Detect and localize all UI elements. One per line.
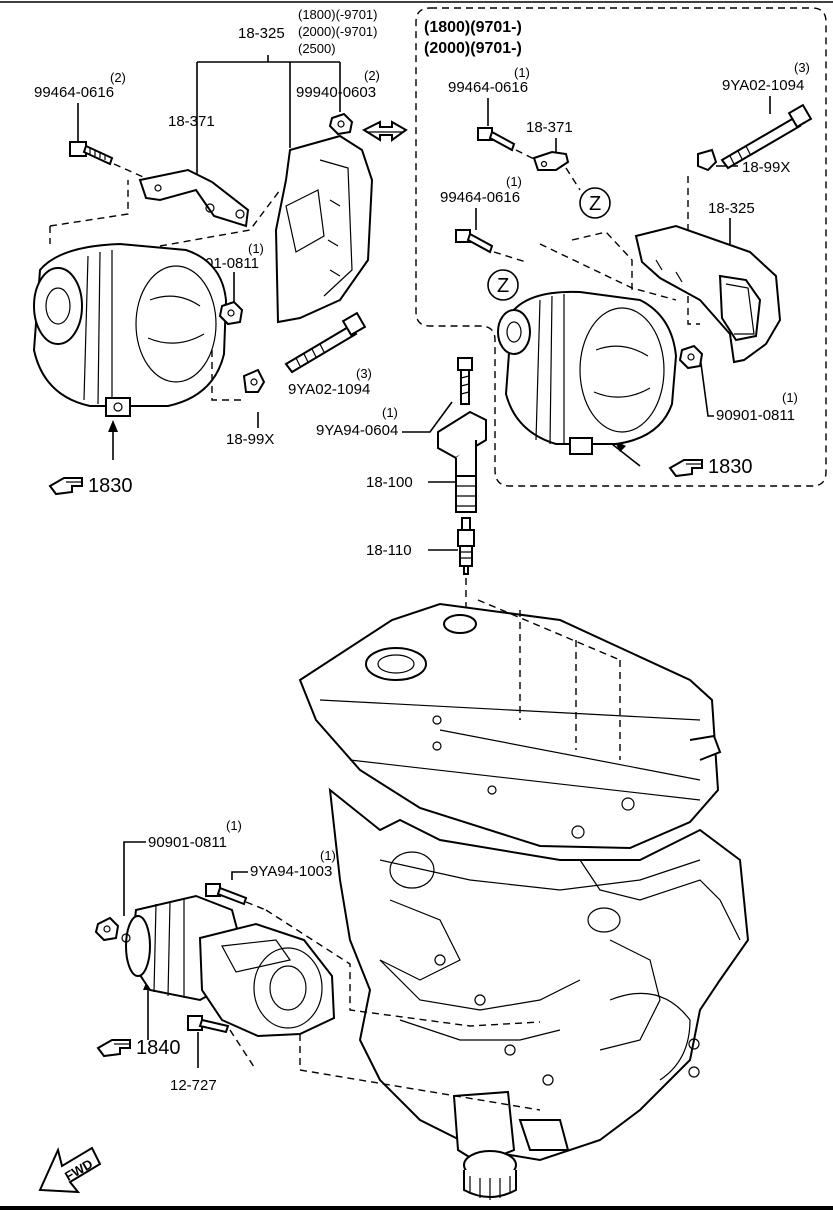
part-number-18-325: 18-325 [238, 25, 285, 42]
part-number-18-371: 18-371 [526, 119, 573, 136]
bolt-icon [69, 141, 114, 166]
nut-icon [328, 112, 354, 136]
ignition-coil-icon [437, 410, 487, 513]
engine-block-icon [298, 599, 750, 1200]
pointing-hand-icon [96, 1039, 131, 1058]
part-number-18-110: 18-110 [366, 542, 412, 559]
clip-icon [697, 148, 718, 172]
variant-note: (1800)(-9701) [298, 7, 378, 22]
part-number-18-100: 18-100 [366, 474, 413, 491]
qty-label: (1) [782, 390, 798, 405]
bracket-icon [138, 168, 250, 228]
part-number-18-99X: 18-99X [226, 431, 274, 448]
part-number-99464-0616: 99464-0616 [34, 84, 114, 101]
bolt-icon [457, 357, 473, 405]
nut-icon [218, 300, 244, 326]
variant-note: (2000)(-9701) [298, 24, 378, 39]
fwd-arrow-icon: FWD [38, 1146, 102, 1194]
variant-header-2: (2000)(9701-) [424, 40, 522, 57]
variant-note: (2500) [298, 41, 336, 56]
starter-group: (1) 90901-0811 (1) 9YA94-1003 1840 12-72… [94, 818, 541, 1111]
qty-label: (1) [226, 818, 242, 833]
alternator-icon [32, 242, 228, 417]
part-number-12-727: 12-727 [170, 1077, 217, 1094]
part-number-99464-0616: 99464-0616 [440, 189, 520, 206]
long-bolt-icon [284, 311, 367, 374]
heat-shield-icon [274, 134, 374, 324]
ref-1830: 1830 [708, 456, 753, 478]
bolt-icon [187, 1015, 230, 1034]
alternator-icon [497, 290, 678, 455]
right-alternator-group: (1) 99464-0616 18-371 (3) 9YA02-1094 18-… [440, 60, 813, 478]
pointing-hand-icon [48, 477, 83, 496]
qty-label: (2) [364, 68, 380, 83]
ref-circle-z [487, 269, 519, 301]
left-alternator-group: (2) 99464-0616 (1800)(-9701) (2000)(-970… [32, 7, 408, 497]
qty-label: (1) [320, 848, 336, 863]
bolt-icon [455, 229, 494, 254]
part-number-99940-0603: 99940-0603 [296, 84, 376, 101]
part-number-90901-0811: 90901-0811 [716, 407, 795, 424]
ref-circle-z [579, 187, 611, 219]
qty-label: (1) [382, 405, 398, 420]
long-bolt-icon [720, 103, 813, 170]
qty-label: (2) [110, 70, 126, 85]
ignition-coil-group: (1) 9YA94-0604 18-100 18-110 [316, 357, 487, 720]
part-number-99464-0616: 99464-0616 [448, 79, 528, 96]
clip-icon [242, 368, 266, 393]
qty-label: (3) [794, 60, 810, 75]
part-number-9YA94-1003: 9YA94-1003 [250, 863, 332, 880]
part-number-18-325: 18-325 [708, 200, 755, 217]
pointing-hand-icon [668, 459, 703, 478]
part-number-9YA02-1094: 9YA02-1094 [722, 77, 804, 94]
qty-label: (1) [506, 174, 522, 189]
bracket-icon [532, 150, 570, 171]
heat-shield-icon [634, 224, 782, 364]
spark-plug-icon [457, 517, 475, 575]
part-number-90901-0811: 90901-0811 [148, 834, 227, 851]
bolt-icon [477, 127, 516, 152]
part-number-18-99X: 18-99X [742, 159, 790, 176]
part-number-9YA02-1094: 9YA02-1094 [288, 381, 370, 398]
bolt-icon [205, 883, 248, 906]
ref-z: Z [497, 275, 509, 297]
qty-label: (1) [248, 241, 264, 256]
nut-icon [678, 344, 704, 370]
qty-label: (3) [356, 366, 372, 381]
variant-frame [415, 7, 827, 487]
nut-icon [94, 916, 120, 942]
part-number-9YA94-0604: 9YA94-0604 [316, 422, 398, 439]
ref-1830: 1830 [88, 475, 133, 497]
double-arrow-icon [361, 120, 408, 142]
ref-1840: 1840 [136, 1037, 181, 1059]
part-number-18-371: 18-371 [168, 113, 215, 130]
ref-z: Z [589, 193, 601, 215]
variant-header-1: (1800)(9701-) [424, 19, 522, 36]
qty-label: (1) [514, 65, 530, 80]
starter-motor-icon [121, 894, 336, 1038]
